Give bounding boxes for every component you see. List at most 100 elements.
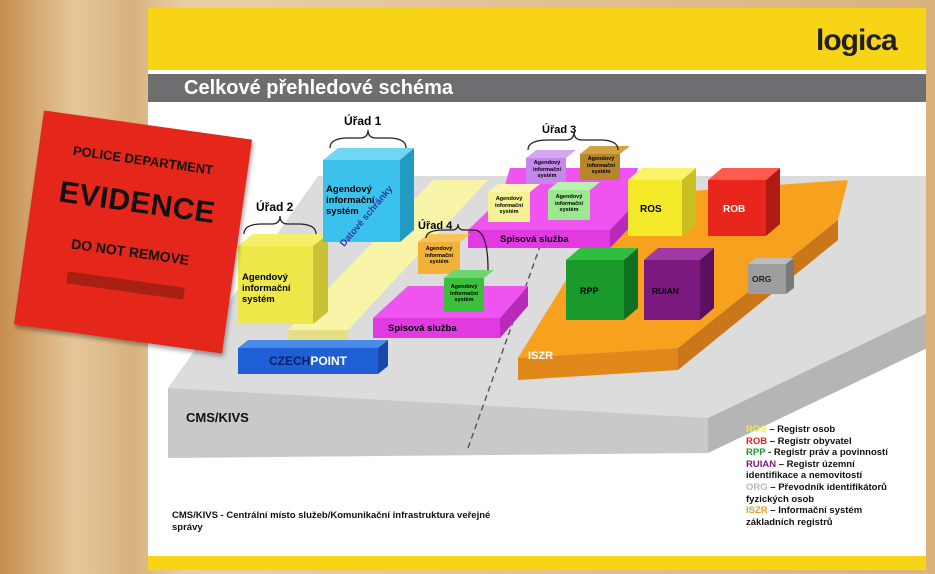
urad2-system-line1: Agendový — [242, 272, 288, 283]
urad3-green-system-line3: systém — [559, 207, 579, 213]
sticker-line1: POLICE DEPARTMENT — [72, 142, 215, 178]
datove-schranky-front — [288, 330, 348, 340]
logica-logo: logica — [816, 24, 898, 57]
urad3-green-system-label: Agendový informační systém — [549, 194, 589, 214]
slide-header-bar — [148, 8, 926, 70]
urad3-green-cube-top — [548, 182, 600, 190]
sticker-line3: DO NOT REMOVE — [70, 235, 191, 269]
legend-item-iszr-cont: základních registrů — [746, 517, 888, 529]
urad4-green-cube-top — [444, 270, 494, 278]
legend-text-ruian: – Registr územní — [776, 458, 855, 470]
org-cube-top — [748, 258, 794, 264]
urad4-green-system-line2: informační — [449, 290, 479, 297]
spisova-sluzba-lower-front — [373, 318, 500, 338]
urad1-system-line1: Agendový — [326, 184, 372, 195]
urad3-green-system-line1: Agendový — [555, 194, 583, 200]
legend-item-ros: ROS – Registr osob — [746, 424, 888, 436]
urad4-orange-cube-top — [418, 234, 470, 242]
urad2-cube-side — [313, 234, 328, 324]
slide-title: Celkové přehledové schéma — [184, 77, 454, 99]
spisova-sluzba-upper-front — [468, 230, 610, 248]
urad3-yellow-system-label: Agendový informační systém — [489, 196, 529, 216]
urad4-label: Úřad 4 — [418, 220, 453, 232]
urad4-orange-cube — [418, 242, 460, 274]
diagram-canvas — [168, 129, 926, 458]
ruian-cube-front — [644, 260, 700, 320]
rpp-label: RPP — [580, 286, 599, 296]
legend-item-org-cont: fyzických osob — [746, 494, 888, 506]
urad3-green-cube — [548, 190, 590, 220]
legend-item-ruian: RUIAN – Registr územní — [746, 459, 888, 471]
cms-kivs-label: CMS/KIVS — [186, 410, 249, 425]
slide: logica Celkové přehledové schéma — [148, 8, 926, 570]
legend-text-ruian-cont: identifikace a nemovitostí — [746, 470, 863, 482]
urad3-yellow-cube — [488, 192, 530, 222]
urad2-system-line2: informační — [242, 283, 291, 294]
urad4-orange-system-line2: informační — [424, 252, 454, 259]
urad3-purple-system-line2: informační — [532, 166, 562, 173]
spisova-sluzba-lower-side — [500, 286, 528, 338]
rpp-cube-top — [566, 248, 638, 260]
legend-key-org: ORG — [746, 481, 768, 493]
legend-key-rob: ROB — [746, 435, 768, 447]
legend-key-ros: ROS — [746, 424, 767, 435]
cms-platform-front — [168, 388, 708, 458]
urad2-label: Úřad 2 — [256, 200, 294, 214]
urad3-yellow-system-line3: systém — [499, 209, 519, 215]
urad3-purple-system-line3: systém — [537, 173, 557, 179]
title-bar — [148, 74, 926, 102]
rpp-cube-front — [566, 260, 624, 320]
urad3-brace — [527, 131, 619, 151]
rob-cube-side — [766, 168, 780, 236]
urad3-yellow-system-line1: Agendový — [495, 196, 523, 202]
urad3-purple-system-label: Agendový informační systém — [528, 160, 566, 180]
urad1-label: Úřad 1 — [344, 114, 382, 128]
urad4-green-system-label: Agendový informační systém — [445, 284, 483, 304]
iszr-slab-front — [518, 348, 678, 380]
urad3-brown-system-line2: informační — [586, 162, 616, 169]
ruian-cube-top — [644, 248, 714, 260]
czechpoint-side — [378, 340, 388, 374]
czechpoint-top — [238, 340, 388, 348]
urad3-brown-system-label: Agendový informační systém — [582, 156, 620, 176]
legend-item-org: ORG – Převodník identifikátorů — [746, 482, 888, 494]
urad3-brown-cube — [580, 154, 620, 180]
iszr-slab-side — [678, 220, 838, 370]
ruian-cube-side — [700, 248, 714, 320]
legend-text-ros: – Registr osob — [766, 424, 836, 435]
urad4-orange-system-label: Agendový informační systém — [419, 246, 459, 266]
legend-item-rob: ROB – Registr obyvatel — [746, 436, 888, 448]
legend-text-org-cont: fyzických osob — [746, 493, 815, 505]
ros-cube-front — [628, 180, 682, 236]
urad4-orange-system-line1: Agendový — [425, 246, 453, 252]
urad2-cube-top — [238, 234, 328, 246]
legend-key-rpp: RPP — [746, 447, 766, 459]
czech-text: CZECH — [268, 354, 311, 368]
footnote: CMS/KIVS - Centrální místo služeb/Komuni… — [172, 510, 491, 533]
legend-text-rob: – Registr obyvatel — [767, 435, 852, 447]
urad3-brown-cube-top — [580, 146, 630, 154]
legend-item-iszr: ISZR – Informační systém — [746, 505, 888, 517]
urad3-green-system-line2: informační — [554, 200, 584, 207]
spisova-sluzba-upper-label: Spisová služba — [500, 234, 569, 245]
sticker-fine-print — [66, 271, 185, 300]
urad2-system-label: Agendový informační systém — [242, 272, 312, 305]
urad4-green-system-line1: Agendový — [450, 284, 478, 290]
org-cube-front — [748, 264, 786, 294]
rob-cube-front — [708, 180, 766, 236]
iszr-label: ISZR — [528, 350, 554, 362]
datove-schranky-top — [288, 180, 488, 330]
ruian-label: RUIAN — [652, 286, 679, 296]
urad4-green-system-line3: systém — [454, 297, 474, 303]
urad3-brown-system-line3: systém — [591, 169, 611, 175]
urad1-brace — [329, 129, 407, 149]
legend-text-iszr: – Informační systém — [767, 505, 863, 517]
urad2-system-line3: systém — [242, 294, 275, 305]
czechpoint-front — [238, 348, 378, 374]
czechpoint-label: CZECHPOINT — [238, 354, 378, 368]
rob-cube-top — [708, 168, 780, 180]
urad3-yellow-cube-top — [488, 184, 540, 192]
urad1-system-label: Agendový informační systém — [326, 184, 396, 217]
legend-text-iszr-cont: základních registrů — [746, 516, 833, 528]
rob-label: ROB — [723, 204, 746, 215]
